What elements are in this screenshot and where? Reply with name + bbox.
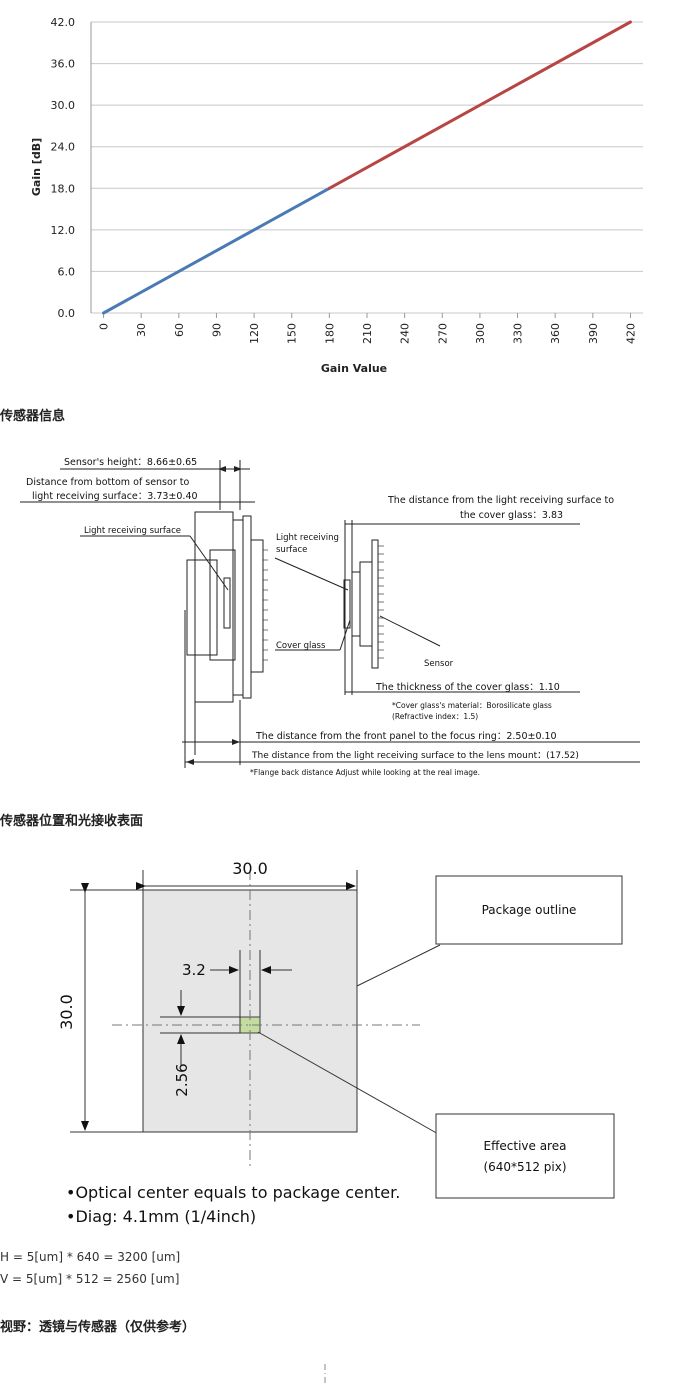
gain-chart: 0.0 6.0 12.0 18.0 24.0 30.0 36.0 42.0 0 30 60 90 12… [30, 16, 643, 375]
x-tick-label: 150 [286, 323, 299, 344]
fov-diagram-fragment [324, 1364, 326, 1386]
distance-bottom-label-2: light receiving surface：3.73±0.40 [32, 491, 198, 502]
flange-note-label: *Flange back distance Adjust while looki… [250, 768, 480, 777]
x-tick-label: 330 [512, 323, 525, 344]
dist-to-cover-label-1: The distance from the light receiving su… [387, 495, 614, 506]
x-tick-label: 120 [248, 323, 261, 344]
diag-note: •Diag: 4.1mm (1/4inch) [66, 1207, 256, 1226]
package-outline-diagram: 30.0 30.0 3.2 2.56 Package outline Effec… [57, 859, 623, 1226]
package-outline-box [435, 875, 623, 945]
y-tick-label: 30.0 [51, 99, 76, 112]
x-tick-label: 300 [474, 323, 487, 344]
x-tick-label: 270 [436, 323, 449, 344]
x-tick-label: 30 [135, 323, 148, 337]
series-line [102, 186, 331, 315]
cover-glass-label: Cover glass [276, 641, 326, 651]
v-formula: V = 5[um] * 512 = 2560 [um] [0, 1272, 180, 1286]
distance-bottom-label-1: Distance from bottom of sensor to [26, 477, 189, 488]
sensor-info-heading: 传感器信息 [0, 409, 66, 424]
offset-x-label: 3.2 [182, 961, 206, 979]
x-tick-label: 360 [549, 323, 562, 344]
package-width-label: 30.0 [232, 859, 268, 878]
lens-mount-label: The distance from the light receiving su… [251, 751, 579, 761]
front-panel-label: The distance from the front panel to the… [255, 731, 557, 742]
y-tick-label: 24.0 [51, 141, 76, 154]
x-tick-label: 240 [399, 323, 412, 344]
y-tick-label: 36.0 [51, 58, 76, 71]
cover-material-label-1: *Cover glass's material：Borosilicate gla… [392, 701, 552, 710]
effective-area-label-2: (640*512 pix) [483, 1160, 566, 1174]
y-tick-label: 42.0 [51, 16, 76, 29]
light-surface-left-label: Light receiving surface [84, 526, 181, 536]
dist-to-cover-label-2: the cover glass：3.83 [460, 510, 563, 521]
light-surface-right-label-2: surface [276, 545, 307, 555]
x-tick-label: 390 [587, 323, 600, 344]
sensor-dimension-diagram: Sensor's height：8.66±0.65 Distance from … [20, 457, 640, 777]
cover-material-label-2: (Refractive index：1.5) [392, 712, 478, 721]
series-line [327, 20, 632, 190]
effective-area-box [435, 1113, 615, 1199]
chart-x-ticks: 0 30 60 90 120 150 180 210 240 270 300 330 360 390 420 [98, 313, 637, 344]
cover-thickness-label: The thickness of the cover glass：1.10 [375, 682, 560, 693]
h-formula: H = 5[um] * 640 = 3200 [um] [0, 1250, 181, 1264]
x-tick-label: 60 [173, 323, 186, 337]
light-surface-right-label-1: Light receiving [276, 533, 339, 543]
package-height-label: 30.0 [57, 994, 76, 1030]
x-tick-label: 210 [361, 323, 374, 344]
x-tick-label: 0 [98, 323, 111, 330]
x-tick-label: 420 [624, 323, 637, 344]
effective-area-label-1: Effective area [484, 1139, 567, 1153]
y-tick-label: 0.0 [58, 307, 76, 320]
y-tick-label: 12.0 [51, 224, 76, 237]
chart-gridlines [91, 21, 643, 314]
optical-center-note: •Optical center equals to package center… [66, 1183, 400, 1202]
chart-y-ticks: 0.0 6.0 12.0 18.0 24.0 30.0 36.0 42.0 [51, 16, 76, 320]
sensor-height-label: Sensor's height：8.66±0.65 [64, 457, 197, 468]
y-tick-label: 6.0 [58, 265, 76, 278]
sensor-label: Sensor [424, 659, 454, 669]
x-tick-label: 180 [323, 323, 336, 344]
chart-x-label: Gain Value [321, 362, 387, 375]
package-outline-label: Package outline [482, 903, 577, 917]
field-of-view-heading: 视野：透镜与传感器（仅供参考） [0, 1320, 196, 1335]
y-tick-label: 18.0 [51, 182, 76, 195]
x-tick-label: 90 [210, 323, 223, 337]
sensor-position-heading: 传感器位置和光接收表面 [0, 814, 144, 829]
chart-series [102, 20, 632, 315]
chart-y-label: Gain [dB] [30, 138, 43, 196]
offset-y-label: 2.56 [173, 1063, 191, 1096]
